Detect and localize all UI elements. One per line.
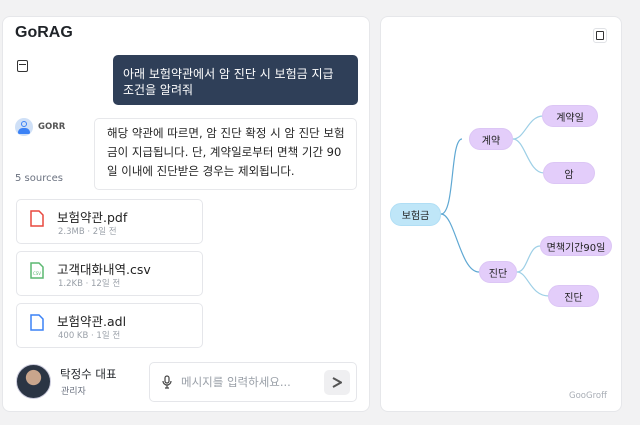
mindmap-node[interactable]: 면책기간90일 (540, 236, 612, 256)
bot-message: 해당 약관에 따르면, 암 진단 확정 시 암 진단 보험금이 지급됩니다. 단… (94, 118, 357, 190)
send-button[interactable] (324, 370, 350, 395)
mindmap-node[interactable]: 암 (543, 162, 595, 184)
document-icon[interactable] (17, 60, 28, 72)
user-message: 아래 보험약관에서 암 진단 시 보험금 지급 조건을 알려줘 (113, 55, 358, 105)
message-placeholder: 메시지를 입력하세요... (181, 375, 291, 389)
source-file[interactable]: 보험약관.pdf 2.3MB · 2일 전 (16, 199, 203, 244)
user-avatar[interactable] (16, 364, 51, 399)
mindmap-root-node[interactable]: 보험금 (390, 203, 441, 226)
file-meta: 1.2KB · 12일 전 (58, 279, 121, 289)
mindmap-node[interactable]: 진단 (479, 261, 517, 283)
sources-count[interactable]: 5 sources (15, 173, 63, 184)
file-name: 보험약관.pdf (57, 210, 128, 225)
mindmap-node[interactable]: 진단 (548, 285, 599, 307)
microphone-icon[interactable] (162, 375, 172, 389)
bot-avatar-icon (15, 118, 33, 136)
message-input[interactable]: 메시지를 입력하세요... (149, 362, 357, 402)
mindmap-watermark: GooGroff (569, 391, 607, 401)
source-file[interactable]: CSV 고객대화내역.csv 1.2KB · 12일 전 (16, 251, 203, 296)
file-icon (30, 314, 44, 331)
user-role: 관리자 (61, 387, 86, 397)
app-title: GoRAG (15, 24, 73, 41)
mindmap-node[interactable]: 계약 (469, 128, 513, 150)
mindmap-node[interactable]: 계약일 (542, 105, 598, 127)
file-name: 고객대화내역.csv (57, 262, 151, 277)
csv-file-icon: CSV (30, 262, 44, 279)
pdf-file-icon (30, 210, 44, 227)
send-icon (332, 377, 342, 388)
user-name: 탁정수 대표 (60, 367, 117, 381)
file-meta: 2.3MB · 2일 전 (58, 227, 117, 237)
bot-name: GORR (38, 122, 66, 132)
svg-text:CSV: CSV (33, 271, 41, 276)
file-name: 보험약관.adl (57, 314, 127, 329)
source-file[interactable]: 보험약관.adl 400 KB · 1일 전 (16, 303, 203, 348)
file-meta: 400 KB · 1일 전 (58, 331, 121, 341)
expand-icon[interactable] (593, 28, 607, 43)
